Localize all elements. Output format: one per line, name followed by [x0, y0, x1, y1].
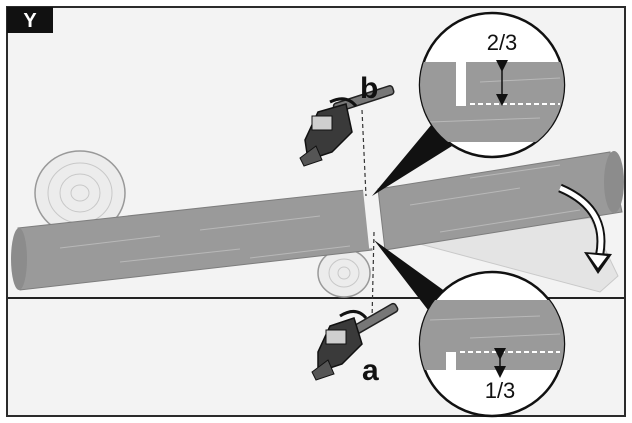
- callout-pointer-top: [372, 124, 452, 196]
- callout-pointer-bottom: [374, 240, 446, 310]
- saw-kerf: [362, 187, 382, 249]
- cut-a-label: a: [362, 354, 379, 387]
- detail-bottom-fraction: 1/3: [485, 378, 516, 403]
- chainsaw-bottom-icon: [311, 302, 399, 381]
- cut-b-label: b: [360, 72, 378, 105]
- cut-guide-b: [361, 109, 367, 197]
- panel-letter-badge: Y: [7, 7, 53, 33]
- panel-letter: Y: [23, 10, 37, 32]
- small-support-log: [317, 248, 371, 298]
- detail-circle-top: 2/3: [418, 11, 566, 159]
- cut-guide-a: [371, 231, 375, 321]
- detail-circle-bottom: 1/3: [418, 270, 566, 418]
- log-right-section: [377, 151, 624, 251]
- detail-top-fraction: 2/3: [487, 30, 518, 55]
- rotation-arrow: [558, 183, 612, 274]
- log-left-section: [11, 189, 373, 291]
- chainsaw-top-icon: [299, 85, 395, 167]
